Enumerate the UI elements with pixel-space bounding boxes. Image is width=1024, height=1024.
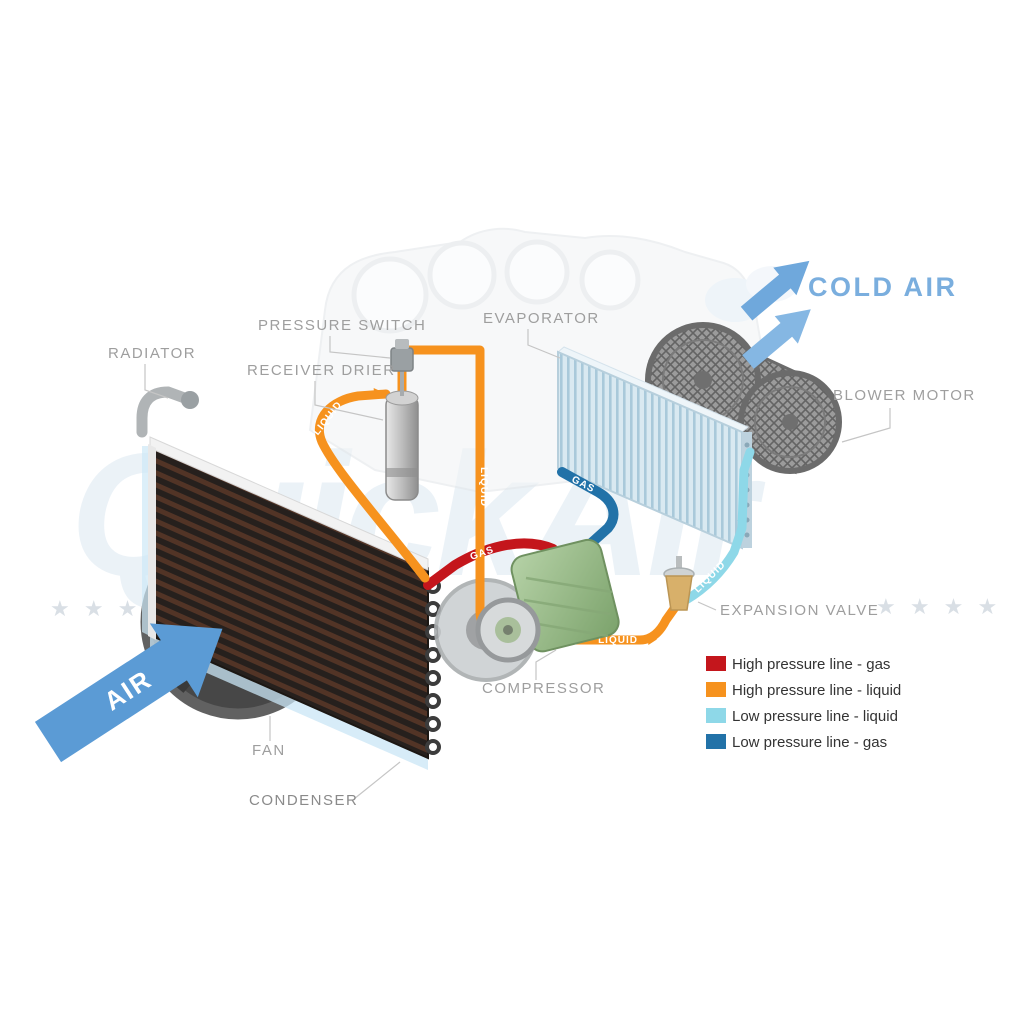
label-pressure-switch: PRESSURE SWITCH: [258, 317, 426, 334]
radiator-bracket-end: [181, 391, 199, 409]
leader-lines: [144, 329, 891, 800]
valve-body: [665, 575, 693, 611]
legend-swatch-low-liquid: [706, 708, 726, 723]
cold-air-arrow: [742, 309, 811, 369]
legend-item-high-liquid: High pressure line - liquid: [706, 682, 901, 699]
blower-hub: [782, 414, 798, 430]
receiver-drier: [385, 390, 419, 501]
legend-label-low-liquid: Low pressure line - liquid: [732, 708, 898, 725]
blower-drum-ring: [754, 386, 826, 458]
compressor-bolt: [503, 625, 513, 635]
switch-cap: [395, 339, 409, 349]
engine-detail-circle: [504, 239, 570, 305]
legend-label-high-liquid: High pressure line - liquid: [732, 682, 901, 699]
label-evaporator: EVAPORATOR: [483, 310, 600, 327]
label-compressor: COMPRESSOR: [482, 680, 605, 697]
evaporator-tube-end: [744, 532, 750, 538]
legend-item-low-liquid: Low pressure line - liquid: [706, 708, 898, 725]
legend-label-low-gas: Low pressure line - gas: [732, 734, 887, 751]
leader-expansion-valve: [697, 601, 717, 611]
label-condenser: CONDENSER: [249, 792, 358, 809]
legend-item-high-gas: High pressure line - gas: [706, 656, 890, 673]
flow-arrow-liquid: [373, 388, 383, 398]
blower-hub: [694, 371, 712, 389]
legend-item-low-gas: Low pressure line - gas: [706, 734, 887, 751]
engine-detail-circle: [351, 256, 429, 334]
low-pressure-liquid-line: [681, 447, 755, 605]
leader-evaporator: [527, 329, 561, 359]
air-arrow: [34, 623, 223, 763]
leader-blower-motor: [841, 408, 891, 443]
legend-swatch-low-gas: [706, 734, 726, 749]
radiator: [136, 386, 199, 438]
watermark-stars-right: ★ ★ ★ ★: [876, 594, 1001, 619]
leader-compressor: [535, 649, 557, 680]
label-cold-air: COLD AIR: [808, 272, 958, 302]
radiator-bracket: [136, 386, 196, 438]
high-pressure-liquid-line-condenser: [315, 389, 430, 583]
cold-air-flow: [740, 260, 811, 369]
drier-body: [385, 395, 419, 501]
condenser-top-face: [149, 436, 429, 571]
leader-receiver-drier: [314, 381, 384, 421]
leader-condenser: [353, 761, 401, 800]
legend-swatch-high-liquid: [706, 682, 726, 697]
label-radiator: RADIATOR: [108, 345, 196, 362]
condenser-glow-bottom: [150, 634, 428, 770]
expansion-valve: [663, 556, 695, 611]
blower-motor: [645, 322, 842, 475]
label-expansion-valve: EXPANSION VALVE: [720, 602, 879, 619]
legend-swatch-high-gas: [706, 656, 726, 671]
label-receiver-drier: RECEIVER DRIER: [247, 362, 396, 379]
flow-arrow-liquid: [647, 635, 657, 645]
engine-detail-circle: [579, 249, 641, 311]
condenser-left-frame: [148, 444, 156, 640]
compressor: [475, 538, 620, 663]
pipe-label-liquid-vertical: LIQUID: [478, 467, 489, 507]
pressure-switch: [390, 339, 414, 396]
legend: High pressure line - gas High pressure l…: [706, 656, 901, 751]
engine-detail-circle: [427, 240, 497, 310]
leader-radiator: [144, 364, 169, 399]
pipe-label-liquid-expansion: LIQUID: [598, 635, 638, 646]
flow-arrow-low-liquid: [737, 513, 747, 524]
condenser: [142, 436, 441, 770]
label-blower-motor: BLOWER MOTOR: [833, 387, 976, 404]
low-pressure-gas-line: [557, 467, 619, 551]
cold-air-arrow: [740, 260, 810, 321]
drier-band: [386, 468, 418, 477]
leader-pressure-switch: [329, 336, 391, 359]
valve-stem: [676, 556, 682, 576]
evaporator-tube-end: [744, 442, 750, 448]
high-pressure-gas-line: [423, 538, 558, 590]
component-labels: RADIATOR PRESSURE SWITCH RECEIVER DRIER …: [108, 272, 976, 809]
legend-label-high-gas: High pressure line - gas: [732, 656, 890, 673]
label-fan: FAN: [252, 742, 286, 759]
